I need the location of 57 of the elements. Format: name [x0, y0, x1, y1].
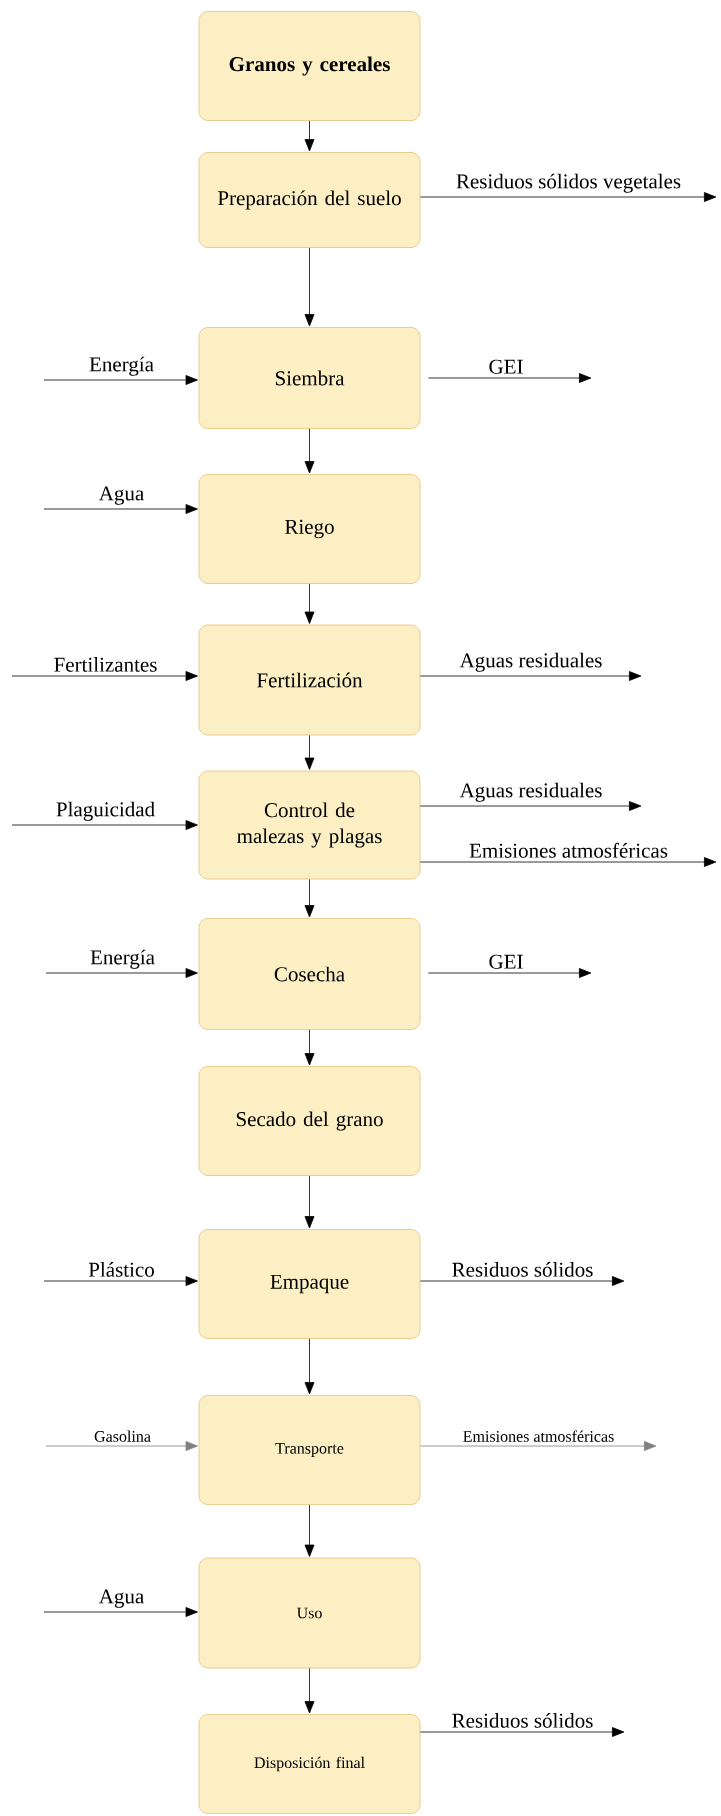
process-box: Transporte — [198, 1395, 421, 1505]
edge-label: Plástico — [87, 1261, 156, 1278]
arrow — [304, 428, 315, 474]
edge-label: Fertilizantes — [52, 656, 159, 673]
arrow — [43, 375, 198, 385]
arrow — [428, 968, 592, 978]
process-box: Granos y cereales — [198, 11, 421, 121]
process-box: Cosecha — [198, 918, 421, 1030]
arrow — [304, 247, 315, 327]
process-box: Control de malezas y plagas — [198, 770, 421, 880]
arrow — [11, 820, 198, 830]
process-box: Disposición final — [198, 1714, 421, 1814]
arrow — [420, 1276, 625, 1286]
arrow — [304, 1504, 315, 1557]
arrow — [420, 1441, 657, 1451]
edge-label: Energía — [88, 355, 155, 377]
edge-label: GEI — [487, 358, 525, 375]
edge-label: Emisiones atmosféricas — [468, 841, 669, 859]
arrow — [304, 879, 315, 918]
edge-label: Plaguicidad — [54, 800, 157, 822]
process-box: Uso — [198, 1557, 421, 1669]
edge-label: Aguas residuales — [458, 651, 604, 673]
process-box: Siembra — [198, 327, 421, 429]
arrow — [420, 857, 717, 867]
edge-label: Aguas residuales — [458, 781, 604, 803]
arrow — [420, 192, 717, 202]
arrow — [11, 671, 198, 681]
arrow — [43, 504, 198, 514]
arrow — [420, 1727, 625, 1737]
process-box: Secado del grano — [198, 1066, 421, 1176]
arrow — [45, 968, 198, 978]
arrow — [420, 671, 642, 681]
process-box: Fertilización — [198, 624, 421, 736]
arrow — [43, 1276, 198, 1286]
process-box: Riego — [198, 474, 421, 584]
edge-label: Gasolina — [93, 1429, 152, 1443]
edge-label: Residuos sólidos — [450, 1712, 595, 1729]
arrow — [420, 801, 642, 811]
edge-label: Emisiones atmosféricas — [461, 1429, 616, 1443]
process-box: Empaque — [198, 1229, 421, 1339]
edge-label: GEI — [487, 953, 525, 970]
arrow — [45, 1441, 198, 1451]
edge-label: Residuos sólidos — [450, 1261, 595, 1278]
arrow — [304, 120, 315, 152]
arrow — [304, 1175, 315, 1229]
arrow — [304, 1029, 315, 1066]
arrow — [304, 735, 315, 770]
edge-label: Energía — [89, 948, 156, 970]
edge-label: Agua — [97, 1588, 146, 1609]
arrow — [304, 583, 315, 624]
edge-label: Agua — [97, 485, 146, 506]
process-box: Preparación del suelo — [198, 152, 421, 248]
edge-label: Residuos sólidos vegetales — [454, 172, 683, 194]
arrow — [428, 373, 592, 383]
arrow — [304, 1668, 315, 1714]
arrow — [43, 1607, 198, 1617]
arrow — [304, 1338, 315, 1395]
